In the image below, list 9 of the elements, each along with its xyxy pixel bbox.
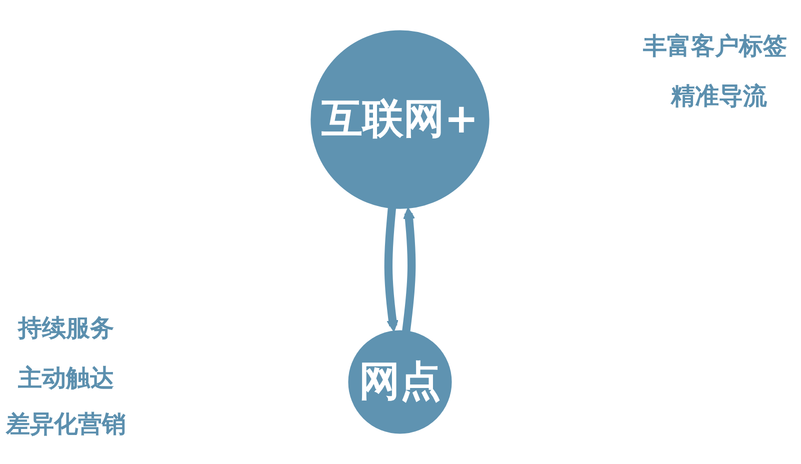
arrow	[384, 208, 398, 332]
arrow	[402, 207, 416, 332]
annotation-text: 丰富客户标签	[643, 31, 787, 62]
annotation-text: 持续服务	[18, 313, 114, 344]
node-circle: 互联网+	[310, 30, 490, 209]
node-circle: 网点	[348, 330, 452, 434]
annotation-text: 主动触达	[18, 363, 114, 394]
annotation-text: 精准导流	[671, 81, 767, 112]
annotation-text: 差异化营销	[6, 409, 126, 440]
